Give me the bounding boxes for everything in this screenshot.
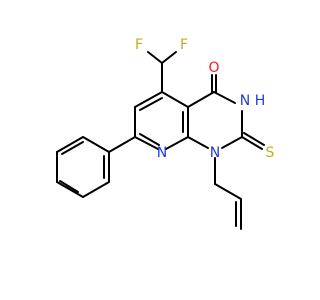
bond-c-f2	[161, 51, 177, 64]
bond-ph-5	[56, 136, 84, 153]
bond-c4-n3	[213, 91, 236, 104]
bond-c5-c4a	[161, 91, 189, 108]
structure-svg: F F O H N S N N	[56, 37, 275, 230]
bond-ph-double-3	[61, 141, 84, 155]
bond-c7-phenyl	[108, 136, 136, 153]
bond-c8a-n8	[165, 136, 189, 150]
bond-group	[56, 51, 265, 230]
bond-c2-s-double	[243, 132, 265, 146]
bond-ph-6	[82, 136, 110, 153]
bond-c5-c6-double	[139, 97, 163, 111]
bond-c6-c5	[134, 91, 163, 108]
atom-f-right: F	[180, 37, 188, 53]
bond-c2-n1	[221, 136, 243, 149]
bond-c4a-c4	[187, 91, 215, 108]
atom-sulfur: S	[266, 145, 275, 161]
atom-hydrogen: H	[255, 93, 266, 109]
bond-n8-c7	[134, 136, 159, 150]
atom-oxygen: O	[208, 60, 219, 76]
bond-c-f1	[147, 51, 163, 64]
bond-ph-3	[56, 181, 84, 198]
bond-c2-s	[241, 136, 263, 150]
bond-ph-2	[82, 181, 110, 198]
atom-f-left: F	[135, 37, 143, 53]
atom-nitrogen-pyridine: N	[157, 145, 167, 161]
atom-nitrogen-nh: N	[240, 93, 250, 109]
bond-ph-double-2	[59, 180, 79, 193]
molecule-diagram: F F O H N S N N	[56, 37, 275, 230]
bond-ch2-ch	[214, 183, 242, 200]
bond-c7-n8-double	[139, 133, 160, 146]
bond-n1-c8a	[187, 136, 209, 149]
atom-nitrogen-allyl: N	[210, 145, 220, 161]
